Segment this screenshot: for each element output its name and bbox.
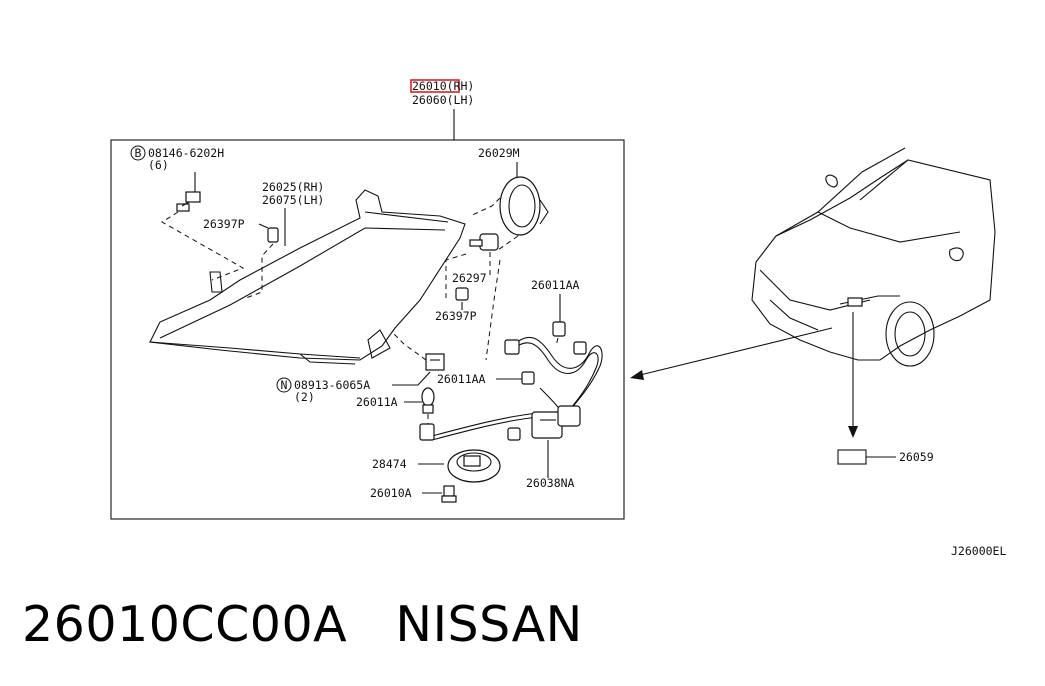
nut-dashed-path	[391, 331, 427, 361]
header-label-rh[interactable]: 26010(RH)	[412, 79, 474, 93]
harness-connector	[531, 405, 581, 439]
ballast-part	[447, 449, 501, 483]
label-ballast[interactable]: 28474	[372, 457, 407, 471]
leader-socket-a	[258, 223, 269, 229]
label-part-box	[837, 449, 867, 465]
bolt-part	[176, 191, 201, 212]
label-harness[interactable]: 26038NA	[526, 476, 575, 490]
harness-dashed-path	[485, 259, 501, 361]
label-cover-lh[interactable]: 26075(LH)	[262, 193, 324, 207]
bolt-circle-letter: B	[135, 146, 142, 160]
bolt-circle-mark	[130, 145, 146, 161]
arrow-head-down	[848, 426, 858, 438]
assembly-frame	[110, 139, 625, 520]
bolt-dashed-path	[161, 211, 245, 281]
nut-circle-mark	[276, 377, 292, 393]
bracket-ring	[499, 176, 549, 236]
parts-diagram: 26010(RH) 26060(LH) B 08146-6202H (6) 26…	[110, 79, 1006, 558]
label-screw[interactable]: 26010A	[370, 486, 412, 500]
label-nut-qty: (2)	[294, 390, 315, 404]
label-bulb-h[interactable]: 26297	[452, 271, 487, 285]
screw-part	[441, 485, 457, 503]
bracket-dashed-path	[469, 197, 501, 217]
bulb-aa-top-part	[552, 321, 566, 337]
label-bolt-qty: (6)	[148, 158, 169, 172]
label-nut-ref[interactable]: 08913-6065A	[294, 378, 370, 392]
highlighted-part-box[interactable]	[410, 79, 460, 93]
bulb-aa-mid-part	[521, 371, 535, 385]
label-bolt-ref[interactable]: 08146-6202H	[148, 146, 224, 160]
label-socket-a[interactable]: 26397P	[203, 217, 245, 231]
arrow-head-left	[630, 370, 644, 380]
caption: 26010CC00A NISSAN	[22, 596, 583, 666]
socket-a-part	[267, 227, 279, 243]
vehicle-sketch	[751, 147, 996, 367]
nut-part	[425, 353, 445, 371]
caption-part-number: 26010CC00A	[22, 596, 348, 653]
label-cover-rh[interactable]: 26025(RH)	[262, 180, 324, 194]
arrow-to-vehicle	[635, 327, 833, 377]
headlamp-housing	[149, 189, 466, 365]
label-bracket[interactable]: 26029M	[478, 146, 520, 160]
socket-b-part	[455, 287, 469, 301]
bracket-dashed-path-b	[497, 235, 519, 251]
label-label-part[interactable]: 26059	[899, 450, 934, 464]
bulb-a-socket	[419, 423, 435, 441]
h-bulb-part	[469, 233, 499, 251]
leader-nut	[392, 371, 431, 386]
caption-brand: NISSAN	[395, 596, 583, 653]
label-bulb-aa-top[interactable]: 26011AA	[531, 278, 580, 292]
label-bulb-aa-mid[interactable]: 26011AA	[437, 372, 486, 386]
header-label-lh[interactable]: 26060(LH)	[412, 93, 474, 107]
nut-circle-letter: N	[281, 378, 288, 392]
label-bulb-a[interactable]: 26011A	[356, 395, 398, 409]
label-socket-b[interactable]: 26397P	[435, 309, 477, 323]
socket-a-dashed-path	[245, 243, 274, 299]
drawing-code: J26000EL	[951, 544, 1006, 558]
bulb-a-part	[421, 387, 435, 414]
bulb-aa-top-dashed-path	[555, 337, 559, 347]
bulb-h-dashed-path-b	[445, 253, 467, 300]
